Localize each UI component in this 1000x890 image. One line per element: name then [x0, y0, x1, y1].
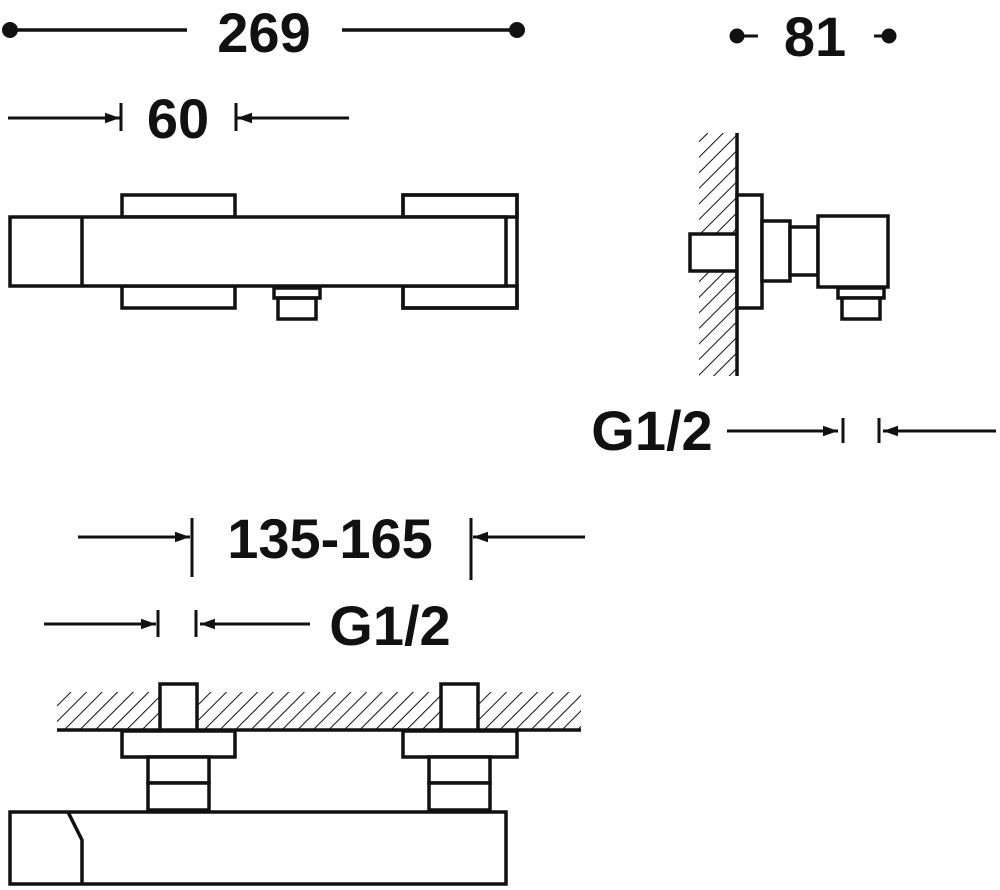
handle-width-label: 60 [147, 87, 209, 150]
front-view [8, 193, 519, 321]
connector-nut [788, 225, 820, 277]
overall-width-label: 269 [217, 1, 310, 64]
right-upper-block [401, 193, 519, 219]
left-connector [146, 755, 211, 785]
top-main-body [8, 810, 508, 886]
side-view [688, 133, 890, 376]
dim-side-thread: G1/2 [591, 399, 996, 462]
dim-dot-right [509, 22, 525, 38]
bottom-thread-label: G1/2 [329, 594, 450, 657]
dim-dot-right [881, 28, 897, 44]
center-distance-label: 135-165 [227, 507, 433, 570]
left-upper-block [120, 193, 237, 219]
left-wall-pipe [158, 682, 199, 732]
wall-pipe-stub [688, 232, 739, 273]
right-wall-pipe [439, 682, 480, 732]
dim-bottom-thread: G1/2 [44, 594, 451, 657]
handle-bevel [66, 811, 84, 884]
connector [760, 219, 792, 283]
right-lower-block [401, 284, 519, 310]
depth-label: 81 [784, 5, 846, 68]
dim-center-distance: 135-165 [78, 507, 585, 580]
side-outlet-spout [840, 296, 882, 321]
right-escutcheon [401, 729, 519, 759]
dim-269: 269 [2, 1, 525, 64]
left-connector-nut [146, 781, 211, 812]
main-body [8, 215, 508, 288]
dim-60: 60 [8, 87, 349, 150]
side-thread-label: G1/2 [591, 399, 712, 462]
top-view [8, 682, 581, 886]
right-connector-nut [427, 781, 492, 812]
left-lower-block [120, 284, 237, 310]
right-connector [427, 755, 492, 785]
outlet-spout [276, 296, 318, 321]
escutcheon [735, 193, 764, 310]
body-section [816, 214, 890, 289]
left-escutcheon [120, 729, 237, 759]
dim-81: 81 [729, 5, 897, 68]
top-wall-hatch [57, 692, 581, 730]
